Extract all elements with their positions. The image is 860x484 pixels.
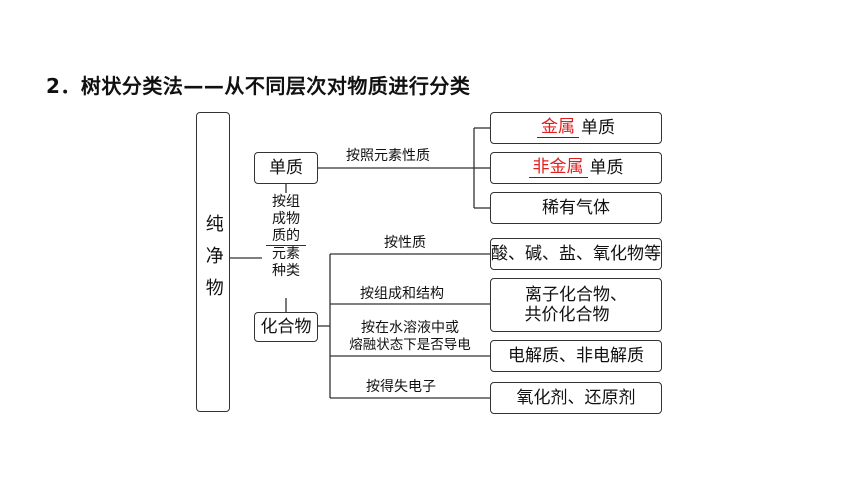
criterion-by-composition-structure: 按组成和结构 xyxy=(360,286,444,302)
classification-criterion-element-type: 按组 成物 质的 元素 种类 xyxy=(262,194,310,280)
leaf-oxidants-reductants: 氧化剂、还原剂 xyxy=(490,382,662,414)
leaf-acids-bases-salts-oxides: 酸、碱、盐、氧化物等 xyxy=(490,238,662,270)
root-box-pure-substance: 纯净物 xyxy=(196,112,230,412)
leaf-text: 稀有气体 xyxy=(542,197,610,218)
criterion-by-electron-transfer: 按得失电子 xyxy=(366,379,436,395)
criterion-by-property: 按性质 xyxy=(384,235,426,251)
leaf-ionic-covalent-compounds: 离子化合物、 共价化合物 xyxy=(490,278,662,332)
criterion-line: 质的 xyxy=(266,228,306,246)
leaf-text: 氧化剂、还原剂 xyxy=(516,387,636,408)
answer-fill-metal: 金属 xyxy=(537,118,579,138)
compound-label: 化合物 xyxy=(260,316,312,337)
section-title: 2．树状分类法——从不同层次对物质进行分类 xyxy=(46,74,471,98)
criterion-by-conductivity: 按在水溶液中或 熔融状态下是否导电 xyxy=(334,320,486,354)
criterion-line: 成物 xyxy=(272,211,300,227)
leaf-text: 电解质、非电解质 xyxy=(508,345,644,366)
leaf-metal-elements: 金属单质 xyxy=(490,112,662,144)
leaf-noble-gases: 稀有气体 xyxy=(490,192,662,224)
leaf-electrolytes: 电解质、非电解质 xyxy=(490,340,662,372)
leaf-suffix: 单质 xyxy=(589,157,624,178)
leaf-text: 离子化合物、 xyxy=(525,284,627,305)
leaf-suffix: 单质 xyxy=(581,117,615,138)
elemental-substance-label: 单质 xyxy=(269,157,303,178)
criterion-line: 按组 xyxy=(272,194,300,210)
root-label: 纯净物 xyxy=(202,214,224,310)
criterion-line: 种类 xyxy=(272,263,300,279)
elemental-criterion-label: 按照元素性质 xyxy=(346,148,430,164)
elemental-substance-box: 单质 xyxy=(254,152,318,184)
criterion-line: 熔融状态下是否导电 xyxy=(349,337,471,353)
criterion-line: 按在水溶液中或 xyxy=(361,320,459,336)
leaf-text: 共价化合物 xyxy=(524,305,610,325)
compound-box: 化合物 xyxy=(254,312,318,342)
leaf-text: 酸、碱、盐、氧化物等 xyxy=(491,243,661,264)
answer-fill-nonmetal: 非金属 xyxy=(528,158,588,178)
leaf-nonmetal-elements: 非金属单质 xyxy=(490,152,662,184)
criterion-line: 元素 xyxy=(272,246,300,262)
